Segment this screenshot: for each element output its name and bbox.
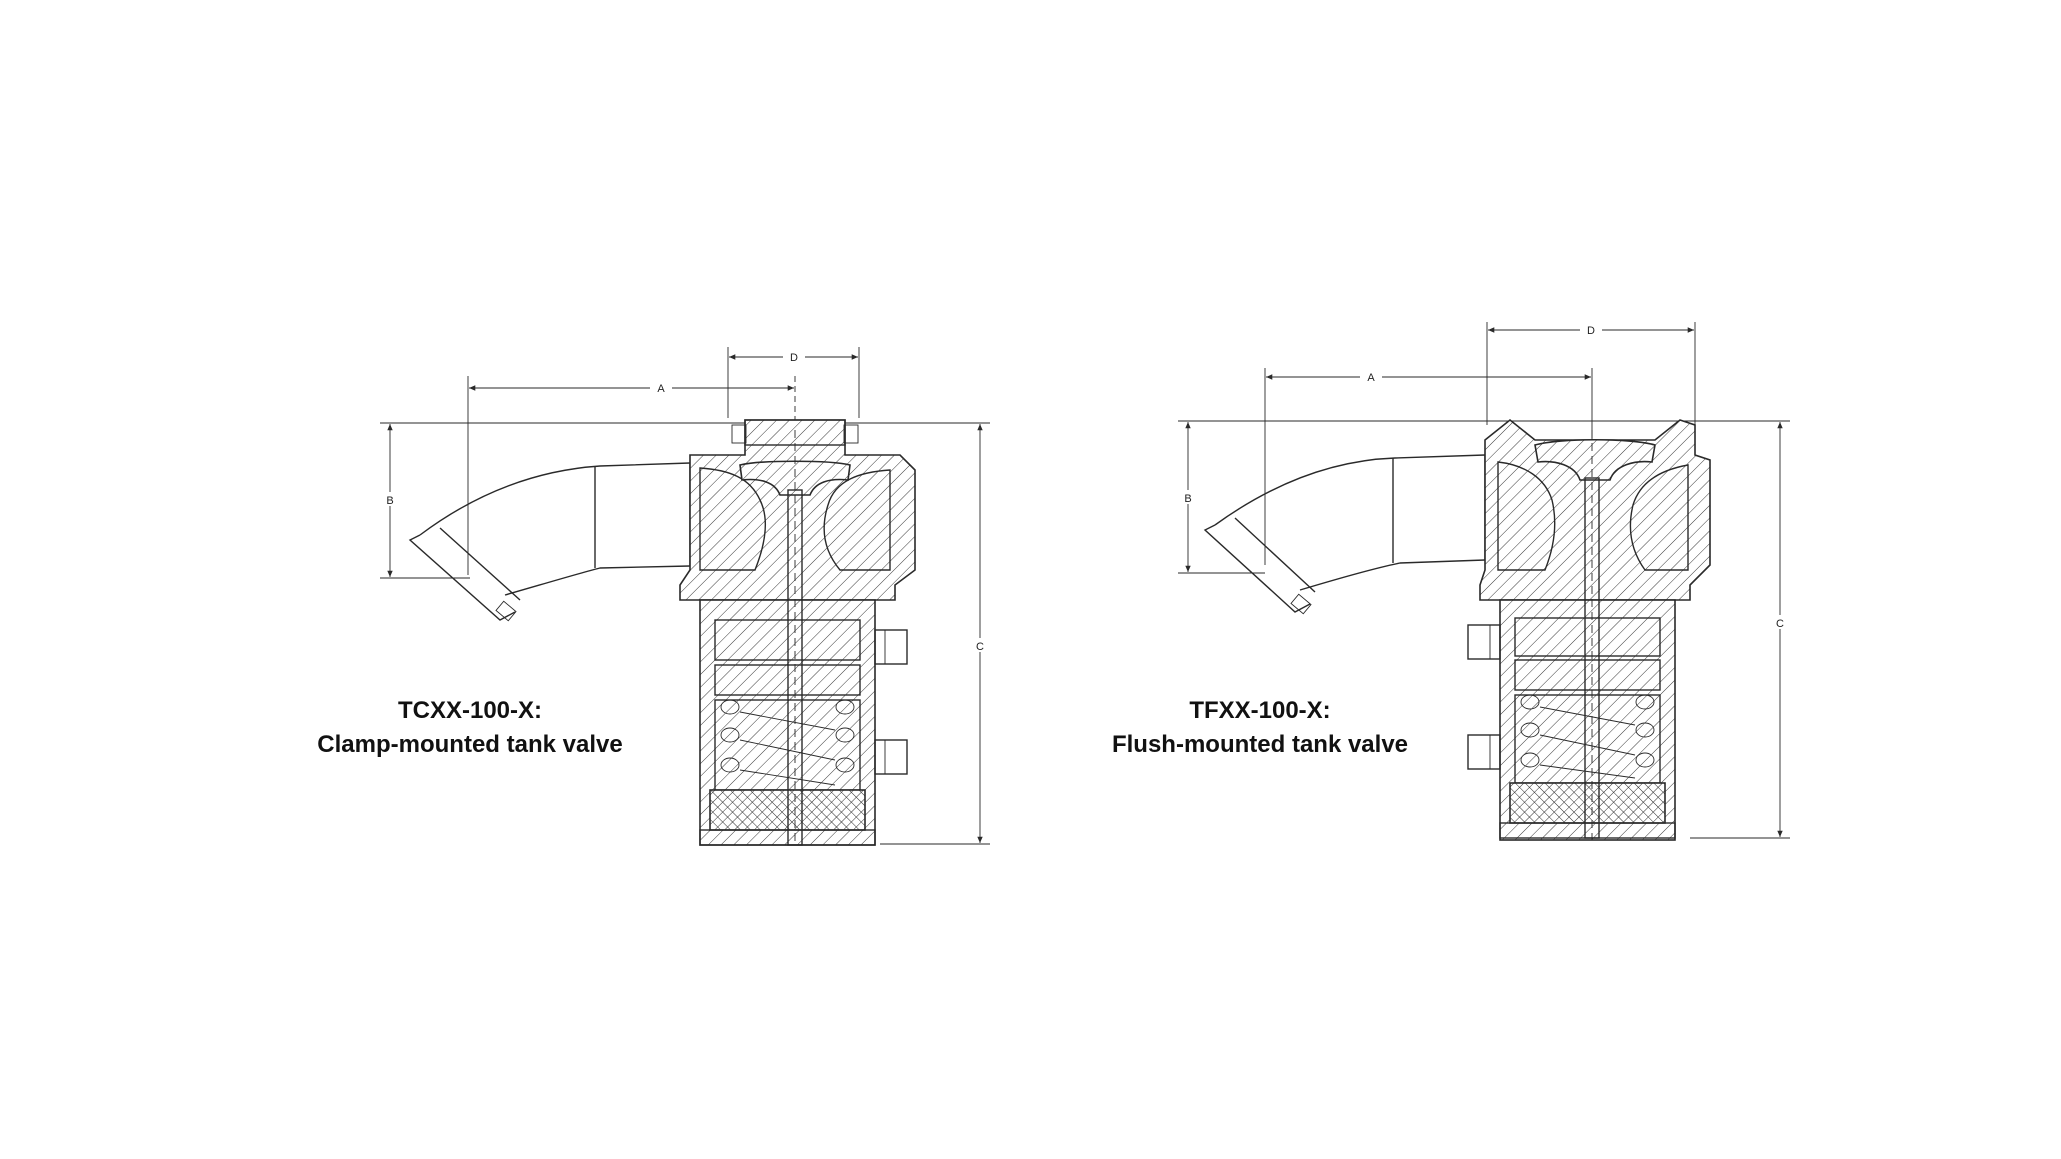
dimension-d: D <box>727 347 860 418</box>
model-code: TFXX-100-X: <box>1189 697 1331 724</box>
flush-mounted-valve-drawing: D A B C <box>1178 322 1790 841</box>
dimension-d: D <box>1486 322 1696 425</box>
upper-housing <box>679 419 916 601</box>
dimension-b-label: B <box>386 495 393 507</box>
model-description: Clamp-mounted tank valve <box>317 731 623 758</box>
dimension-a-label: A <box>1367 372 1375 384</box>
spring <box>1520 694 1655 779</box>
dimension-a-label: A <box>657 383 665 395</box>
actuator-cylinder <box>1467 599 1676 841</box>
dimension-c: C <box>470 422 990 845</box>
dimension-d-label: D <box>1587 325 1595 337</box>
upper-housing <box>1479 418 1711 601</box>
dimension-c: C <box>1265 420 1790 839</box>
actuator-cylinder <box>699 599 908 846</box>
dimension-b-label: B <box>1184 493 1191 505</box>
dimension-c-label: C <box>976 641 984 653</box>
model-description: Flush-mounted tank valve <box>1111 731 1409 758</box>
dimension-c-label: C <box>1776 618 1784 630</box>
caption-clamp-valve: TCXX-100-X: Clamp-mounted tank valve <box>275 694 665 762</box>
clamp-mounted-valve-drawing: D A B C <box>380 347 990 846</box>
elbow-outlet-pipe <box>1203 454 1486 615</box>
caption-flush-valve: TFXX-100-X: Flush-mounted tank valve <box>1065 694 1455 762</box>
valve-stem <box>787 430 803 846</box>
dimension-b: B <box>1178 420 1265 574</box>
valve-stem <box>1584 430 1600 840</box>
model-code: TCXX-100-X: <box>397 697 543 724</box>
elbow-outlet-pipe <box>408 462 691 622</box>
dimension-a: A <box>1264 368 1593 565</box>
dimension-d-label: D <box>790 352 798 364</box>
dimension-b: B <box>380 422 470 579</box>
